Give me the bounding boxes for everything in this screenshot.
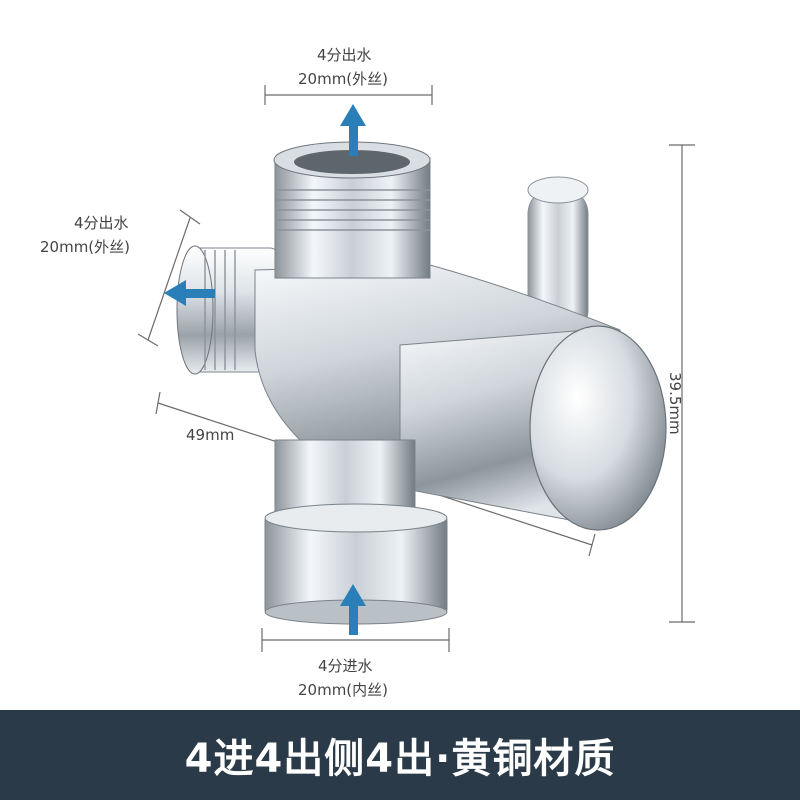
feature-banner: 4进4出侧4出·黄铜材质 bbox=[0, 710, 800, 800]
side-outlet-label-2: 20mm(外丝) bbox=[40, 238, 131, 256]
product-image: 4分出水 20mm(外丝) 4分出水 20mm(外丝) 49mm 39.5mm … bbox=[40, 46, 695, 699]
inlet-label-1: 4分进水 bbox=[318, 657, 373, 675]
flow-arrows bbox=[164, 104, 366, 635]
width-dimension-label: 49mm bbox=[186, 426, 235, 444]
end-cap bbox=[529, 325, 667, 531]
top-outlet-label-2: 20mm(外丝) bbox=[298, 70, 389, 88]
top-outflow-arrow bbox=[340, 104, 366, 156]
banner-text: 4进4出侧4出·黄铜材质 bbox=[184, 736, 616, 782]
top-outlet-label-1: 4分出水 bbox=[317, 46, 372, 64]
side-outflow-arrow bbox=[164, 280, 215, 306]
valve-illustration bbox=[137, 85, 695, 652]
top-outlet bbox=[273, 141, 431, 279]
height-dimension-label: 39.5mm bbox=[666, 372, 684, 435]
inlet-arrow bbox=[340, 584, 366, 635]
side-outlet-label-1: 4分出水 bbox=[74, 214, 129, 232]
lever-handle bbox=[527, 176, 589, 337]
inlet-label-2: 20mm(内丝) bbox=[298, 681, 389, 699]
